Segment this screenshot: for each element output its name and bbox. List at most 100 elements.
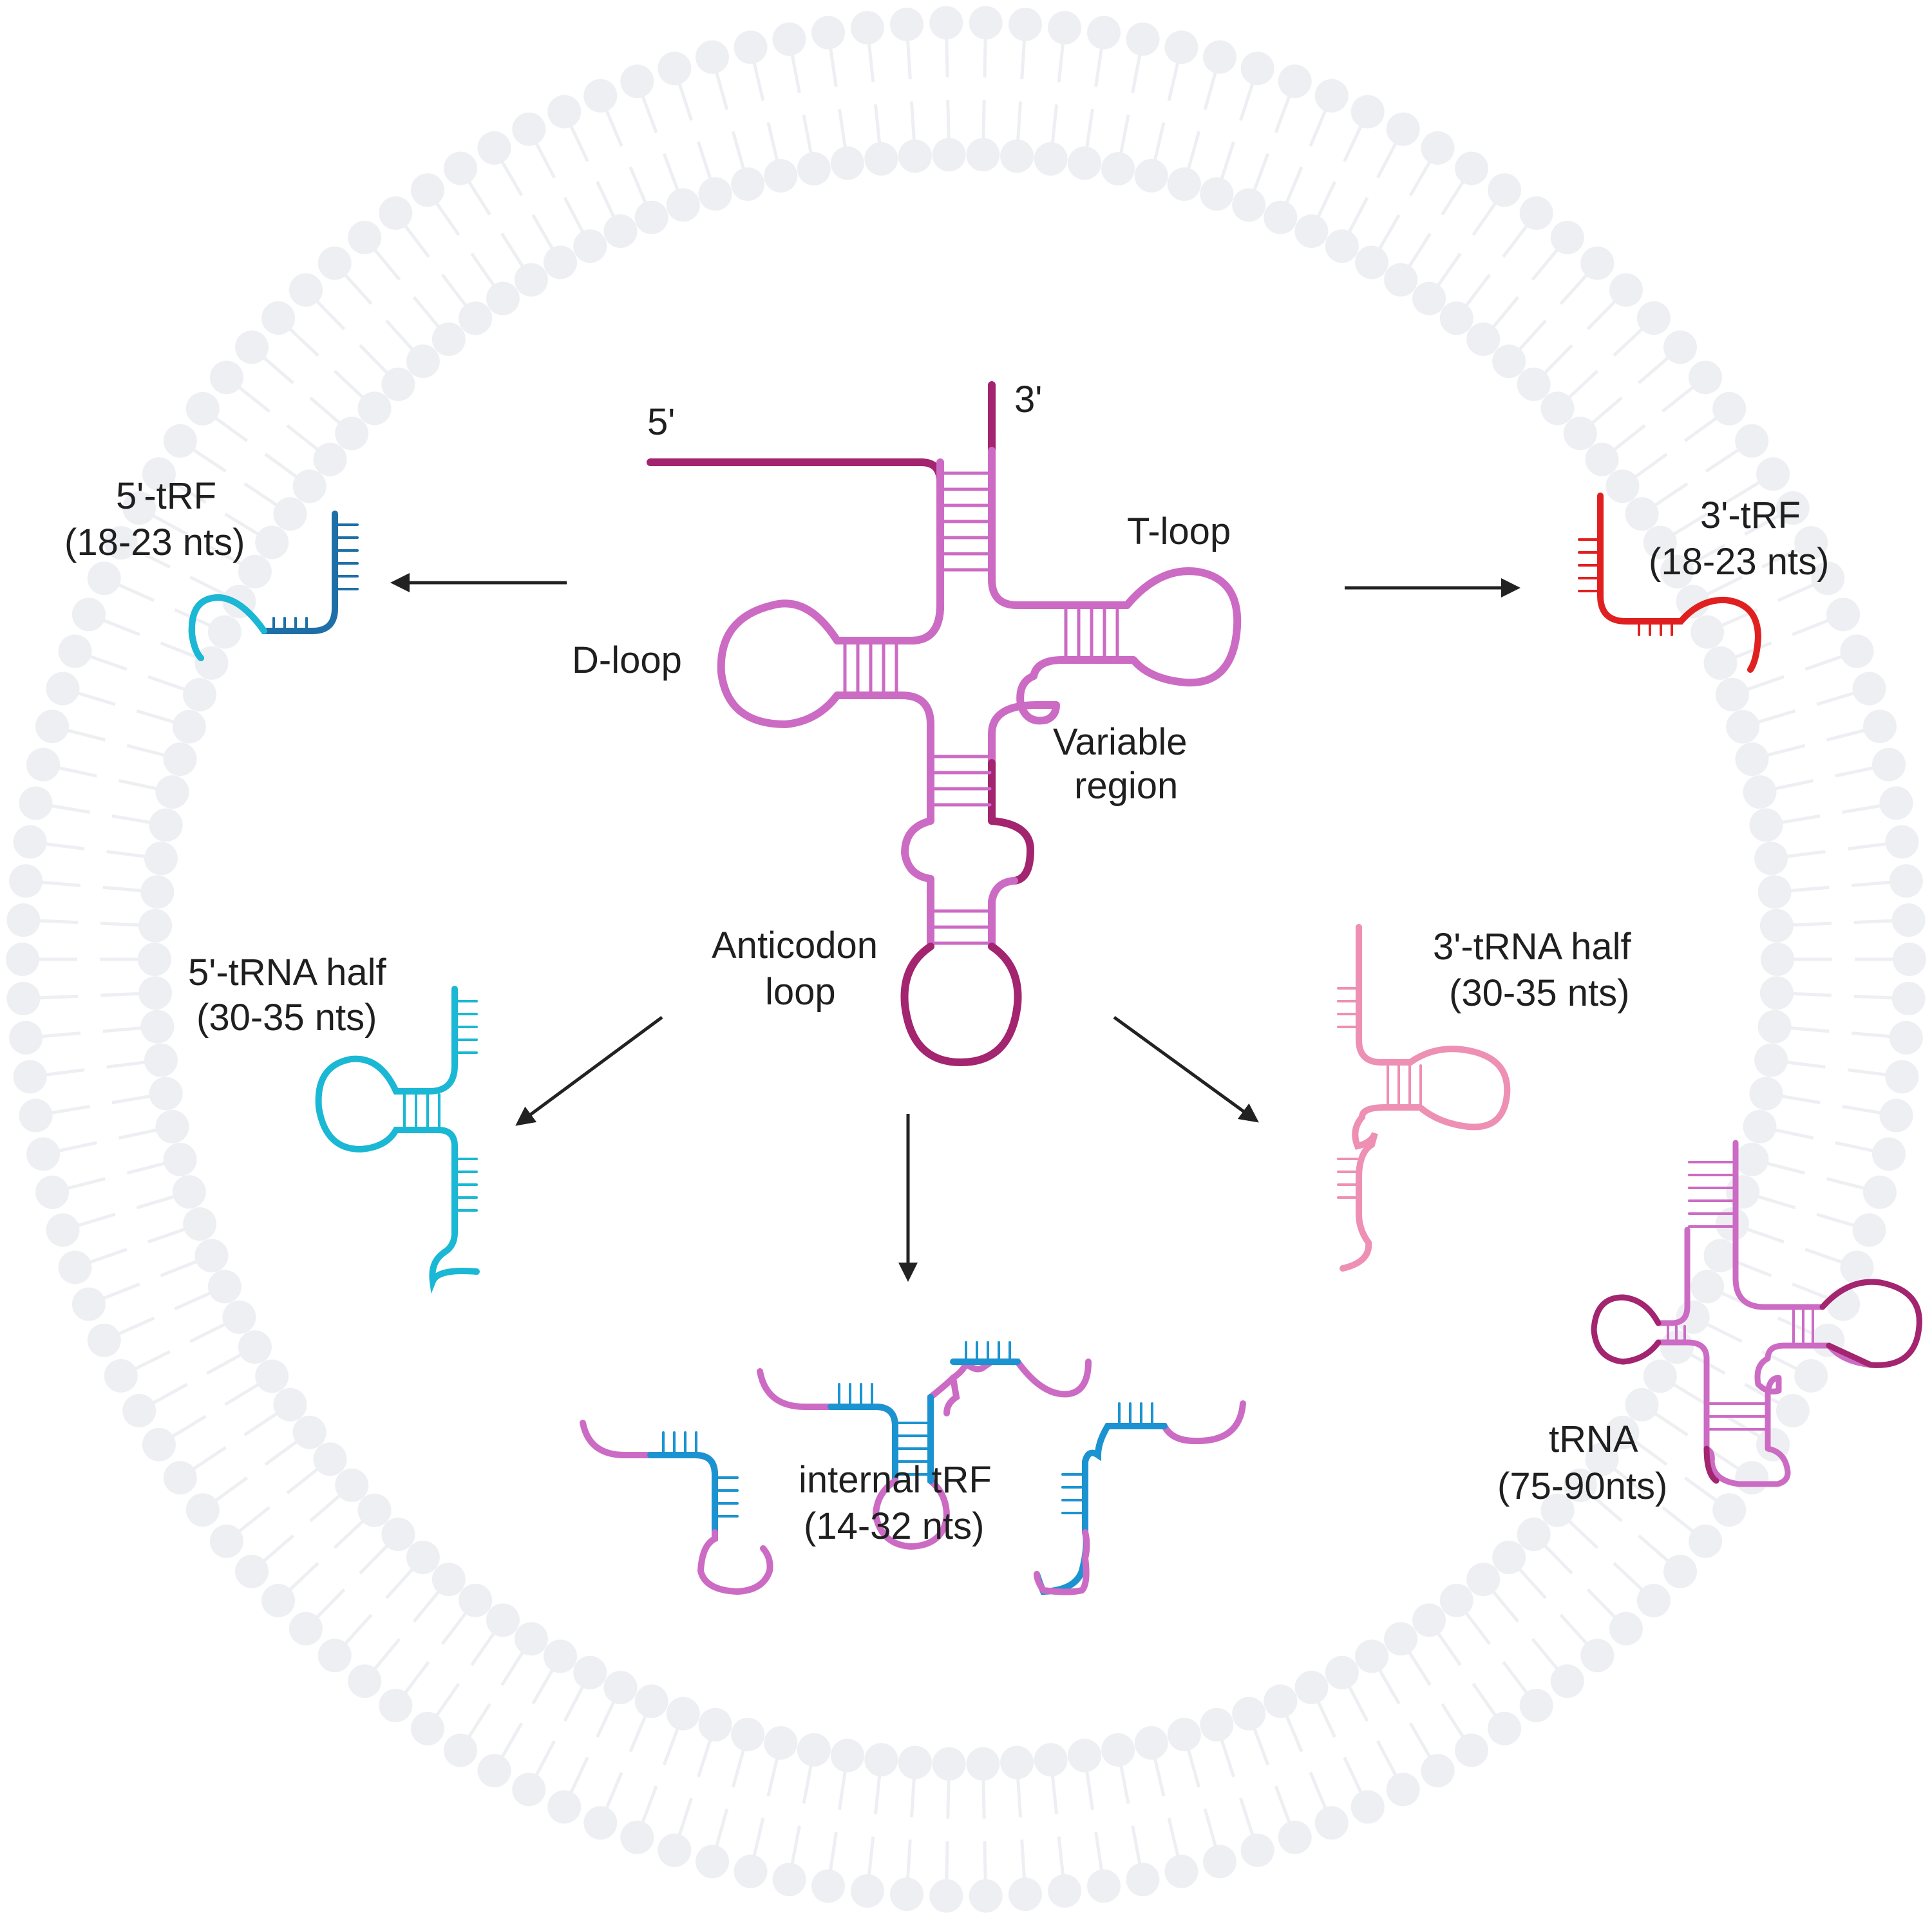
lipid-tail <box>225 1506 271 1543</box>
lipid-tail <box>946 1763 951 1819</box>
lipid-tail <box>1579 1483 1623 1523</box>
lipid-tail <box>1239 1798 1260 1851</box>
lipid-tail <box>35 1105 90 1118</box>
lipid-tail <box>562 1756 589 1808</box>
lipid-tail <box>1309 1772 1334 1824</box>
lipid-tail <box>1661 1506 1707 1543</box>
lipid-tail <box>1732 1222 1785 1244</box>
lipid-tail <box>206 543 256 573</box>
lipid-tail <box>470 1619 504 1666</box>
lipid-tail <box>981 1763 986 1819</box>
lipid-tail <box>1792 613 1844 637</box>
lipid-tail <box>1621 453 1668 488</box>
lipid-tail <box>1613 1561 1655 1602</box>
lipid-tail <box>1751 744 1806 761</box>
lipid-tail <box>1579 396 1623 435</box>
lipid-tail <box>1532 344 1573 386</box>
lipid-tail <box>286 1458 332 1495</box>
lipid-tail <box>23 994 79 1001</box>
lipid-tail <box>43 763 97 778</box>
lipid-tail <box>309 396 353 435</box>
lipid-tail <box>1094 32 1106 88</box>
lipid-tail <box>103 1316 155 1342</box>
lipid-tail <box>102 1025 158 1033</box>
lipid-tail <box>100 921 156 928</box>
lipid-tail <box>100 991 156 997</box>
lipid-tail <box>802 115 816 169</box>
lipid-tail <box>106 1058 162 1069</box>
lipid-tail <box>1340 196 1369 247</box>
lipid-tail <box>910 101 917 156</box>
lipid-tail <box>1408 1722 1439 1772</box>
lipid-tail <box>1851 1031 1907 1040</box>
lipid-tail <box>103 576 155 603</box>
lipid-tail <box>1472 189 1506 236</box>
arrow-to-3half <box>1113 1015 1259 1123</box>
lipid-tail <box>1641 1403 1689 1436</box>
lipid-tail <box>1057 1836 1066 1892</box>
lipid-tail <box>731 1734 750 1788</box>
lipid-tail <box>1774 885 1830 894</box>
lipid-tail <box>1847 1068 1902 1078</box>
lipid-tail <box>1278 1700 1303 1753</box>
lipid-tail <box>309 1483 353 1523</box>
lipid-tail <box>1826 724 1880 742</box>
lipid-tail <box>174 1285 225 1311</box>
lipid-tail <box>1532 1533 1573 1575</box>
lipid-tail <box>1853 994 1909 1001</box>
lipid-tail <box>1278 166 1303 218</box>
lipid-tail <box>981 100 986 155</box>
d-loop-label: D-loop <box>572 639 682 681</box>
t-loop-label: T-loop <box>1127 511 1231 552</box>
lipid-tail <box>1692 576 1743 603</box>
lipid-tail <box>1399 232 1432 281</box>
lipid-tail <box>1203 1808 1222 1863</box>
lipid-tail <box>136 709 190 729</box>
lipid-tail <box>838 108 849 164</box>
lipid-tail <box>1150 122 1166 176</box>
lipid-tail <box>1719 641 1772 665</box>
lipid-tail <box>202 407 249 442</box>
lipid-tail <box>138 1382 188 1413</box>
lipid-tail <box>1083 1755 1094 1810</box>
lipid-tail <box>264 453 311 488</box>
lipid-tail <box>1842 801 1897 814</box>
lipid-tail <box>35 801 90 814</box>
lipid-tail <box>697 141 717 194</box>
lipid-tail <box>910 1762 917 1818</box>
lipid-tail <box>1842 1105 1897 1118</box>
lipid-tail <box>1638 1534 1681 1573</box>
lipid-tail <box>120 1349 171 1378</box>
lipid-tail <box>251 1534 294 1573</box>
lipid-tail <box>333 1509 376 1549</box>
lipid-tail <box>277 1561 319 1602</box>
lipid-tail <box>766 122 782 176</box>
lipid-tail <box>243 482 291 516</box>
five-prime-half-length: (30-35 nts) <box>196 997 377 1039</box>
lipid-tail <box>1613 317 1655 357</box>
lipid-tail <box>1057 27 1066 82</box>
lipid-tail <box>563 196 592 247</box>
lipid-tail <box>1376 1740 1405 1791</box>
lipid-tail <box>333 1613 373 1657</box>
lipid-tail <box>944 23 949 78</box>
lipid-tail <box>158 473 207 504</box>
five-prime-trf-label: 5'-tRF <box>116 475 216 517</box>
lipid-tail <box>106 850 162 860</box>
lipid-tail <box>493 1722 524 1772</box>
lipid-tail <box>333 370 376 410</box>
lipid-tail <box>243 1403 291 1436</box>
lipid-tail <box>305 1588 346 1630</box>
lipid-tail <box>596 181 622 232</box>
lipid-tail <box>1719 1254 1772 1277</box>
internal-trf-length: (14-32 nts) <box>804 1505 984 1547</box>
lipid-tail <box>629 1700 654 1753</box>
lipid-tail <box>1705 439 1753 473</box>
lipid-tail <box>500 232 533 281</box>
lipid-tail <box>1502 212 1538 258</box>
lipid-tail <box>120 541 171 569</box>
lipid-tail <box>1732 675 1785 697</box>
lipid-tail <box>1015 1762 1022 1818</box>
lipid-tail <box>126 1158 181 1175</box>
